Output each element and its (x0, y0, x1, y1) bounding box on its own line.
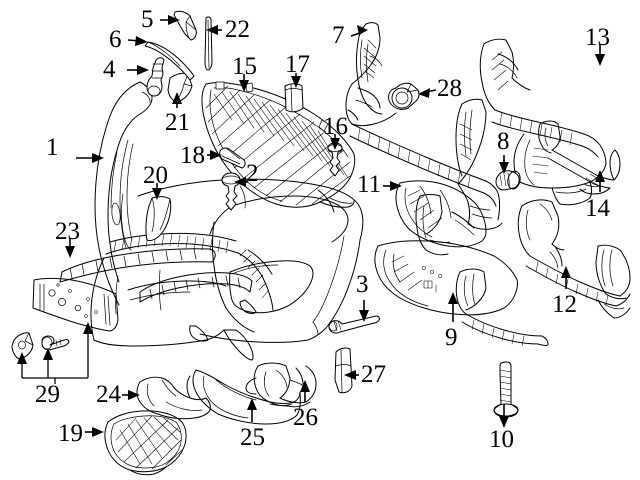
callout-label-13: 13 (585, 24, 610, 51)
callout-label-5: 5 (141, 6, 154, 33)
part-parking-sensor (388, 82, 420, 110)
callout-label-23: 23 (55, 218, 80, 245)
part-lower-spoiler-lip (186, 369, 301, 425)
callout-label-12: 12 (552, 291, 577, 318)
part-trim-strip (144, 41, 195, 81)
callout-label-19: 19 (58, 420, 83, 447)
part-spacer-block (284, 83, 304, 113)
callout-label-4: 4 (103, 56, 116, 83)
callout-label-11: 11 (357, 171, 382, 198)
callout-label-20: 20 (143, 162, 168, 189)
callout-label-15: 15 (232, 53, 257, 80)
part-long-screw (493, 361, 519, 418)
part-corner-filler (145, 196, 172, 241)
callout-label-24: 24 (96, 381, 121, 408)
callout-label-21: 21 (165, 109, 190, 136)
part-lower-valance-trim (59, 248, 257, 314)
callout-label-9: 9 (445, 324, 458, 351)
callout-label-6: 6 (109, 26, 122, 53)
callout-label-16: 16 (323, 113, 348, 140)
part-radiator-support-crossmember (349, 98, 503, 256)
part-bolt-stud (328, 315, 380, 334)
part-mounting-bracket (245, 362, 317, 408)
callout-label-29: 29 (35, 381, 60, 408)
part-flange-bolt (495, 170, 521, 191)
part-reinforcement-rod (204, 16, 213, 71)
part-guide-block (334, 347, 353, 394)
callout-label-14: 14 (585, 195, 610, 222)
callout-label-3: 3 (356, 271, 369, 298)
callout-label-8: 8 (497, 128, 510, 155)
callout-label-26: 26 (293, 404, 318, 431)
part-tie-bar-bracket (538, 120, 621, 195)
callout-label-22: 22 (225, 16, 250, 43)
part-air-deflector (395, 180, 487, 248)
part-side-support-bracket (345, 22, 397, 126)
callout-label-7: 7 (332, 22, 345, 49)
callout-label-28: 28 (437, 75, 462, 102)
part-screw-plug (146, 57, 165, 97)
callout-label-27: 27 (361, 361, 386, 388)
callout-label-18: 18 (180, 142, 205, 169)
callout-label-2: 2 (246, 160, 259, 187)
leader-lines (17, 15, 605, 437)
callout-label-1: 1 (46, 134, 59, 161)
callout-label-17: 17 (285, 51, 310, 78)
part-main-bumper-cover (90, 178, 364, 361)
part-lower-reinforcement-bar (374, 240, 549, 347)
part-molding-clip (219, 147, 246, 169)
callout-label-10: 10 (489, 426, 514, 453)
callout-label-25: 25 (240, 424, 265, 451)
part-license-plate-bracket (11, 278, 119, 360)
part-bumper-cover-side (94, 81, 153, 306)
part-lower-mesh-grille (104, 410, 187, 476)
part-bracket-clip (173, 10, 197, 41)
part-impact-bar-absorber (517, 199, 631, 319)
